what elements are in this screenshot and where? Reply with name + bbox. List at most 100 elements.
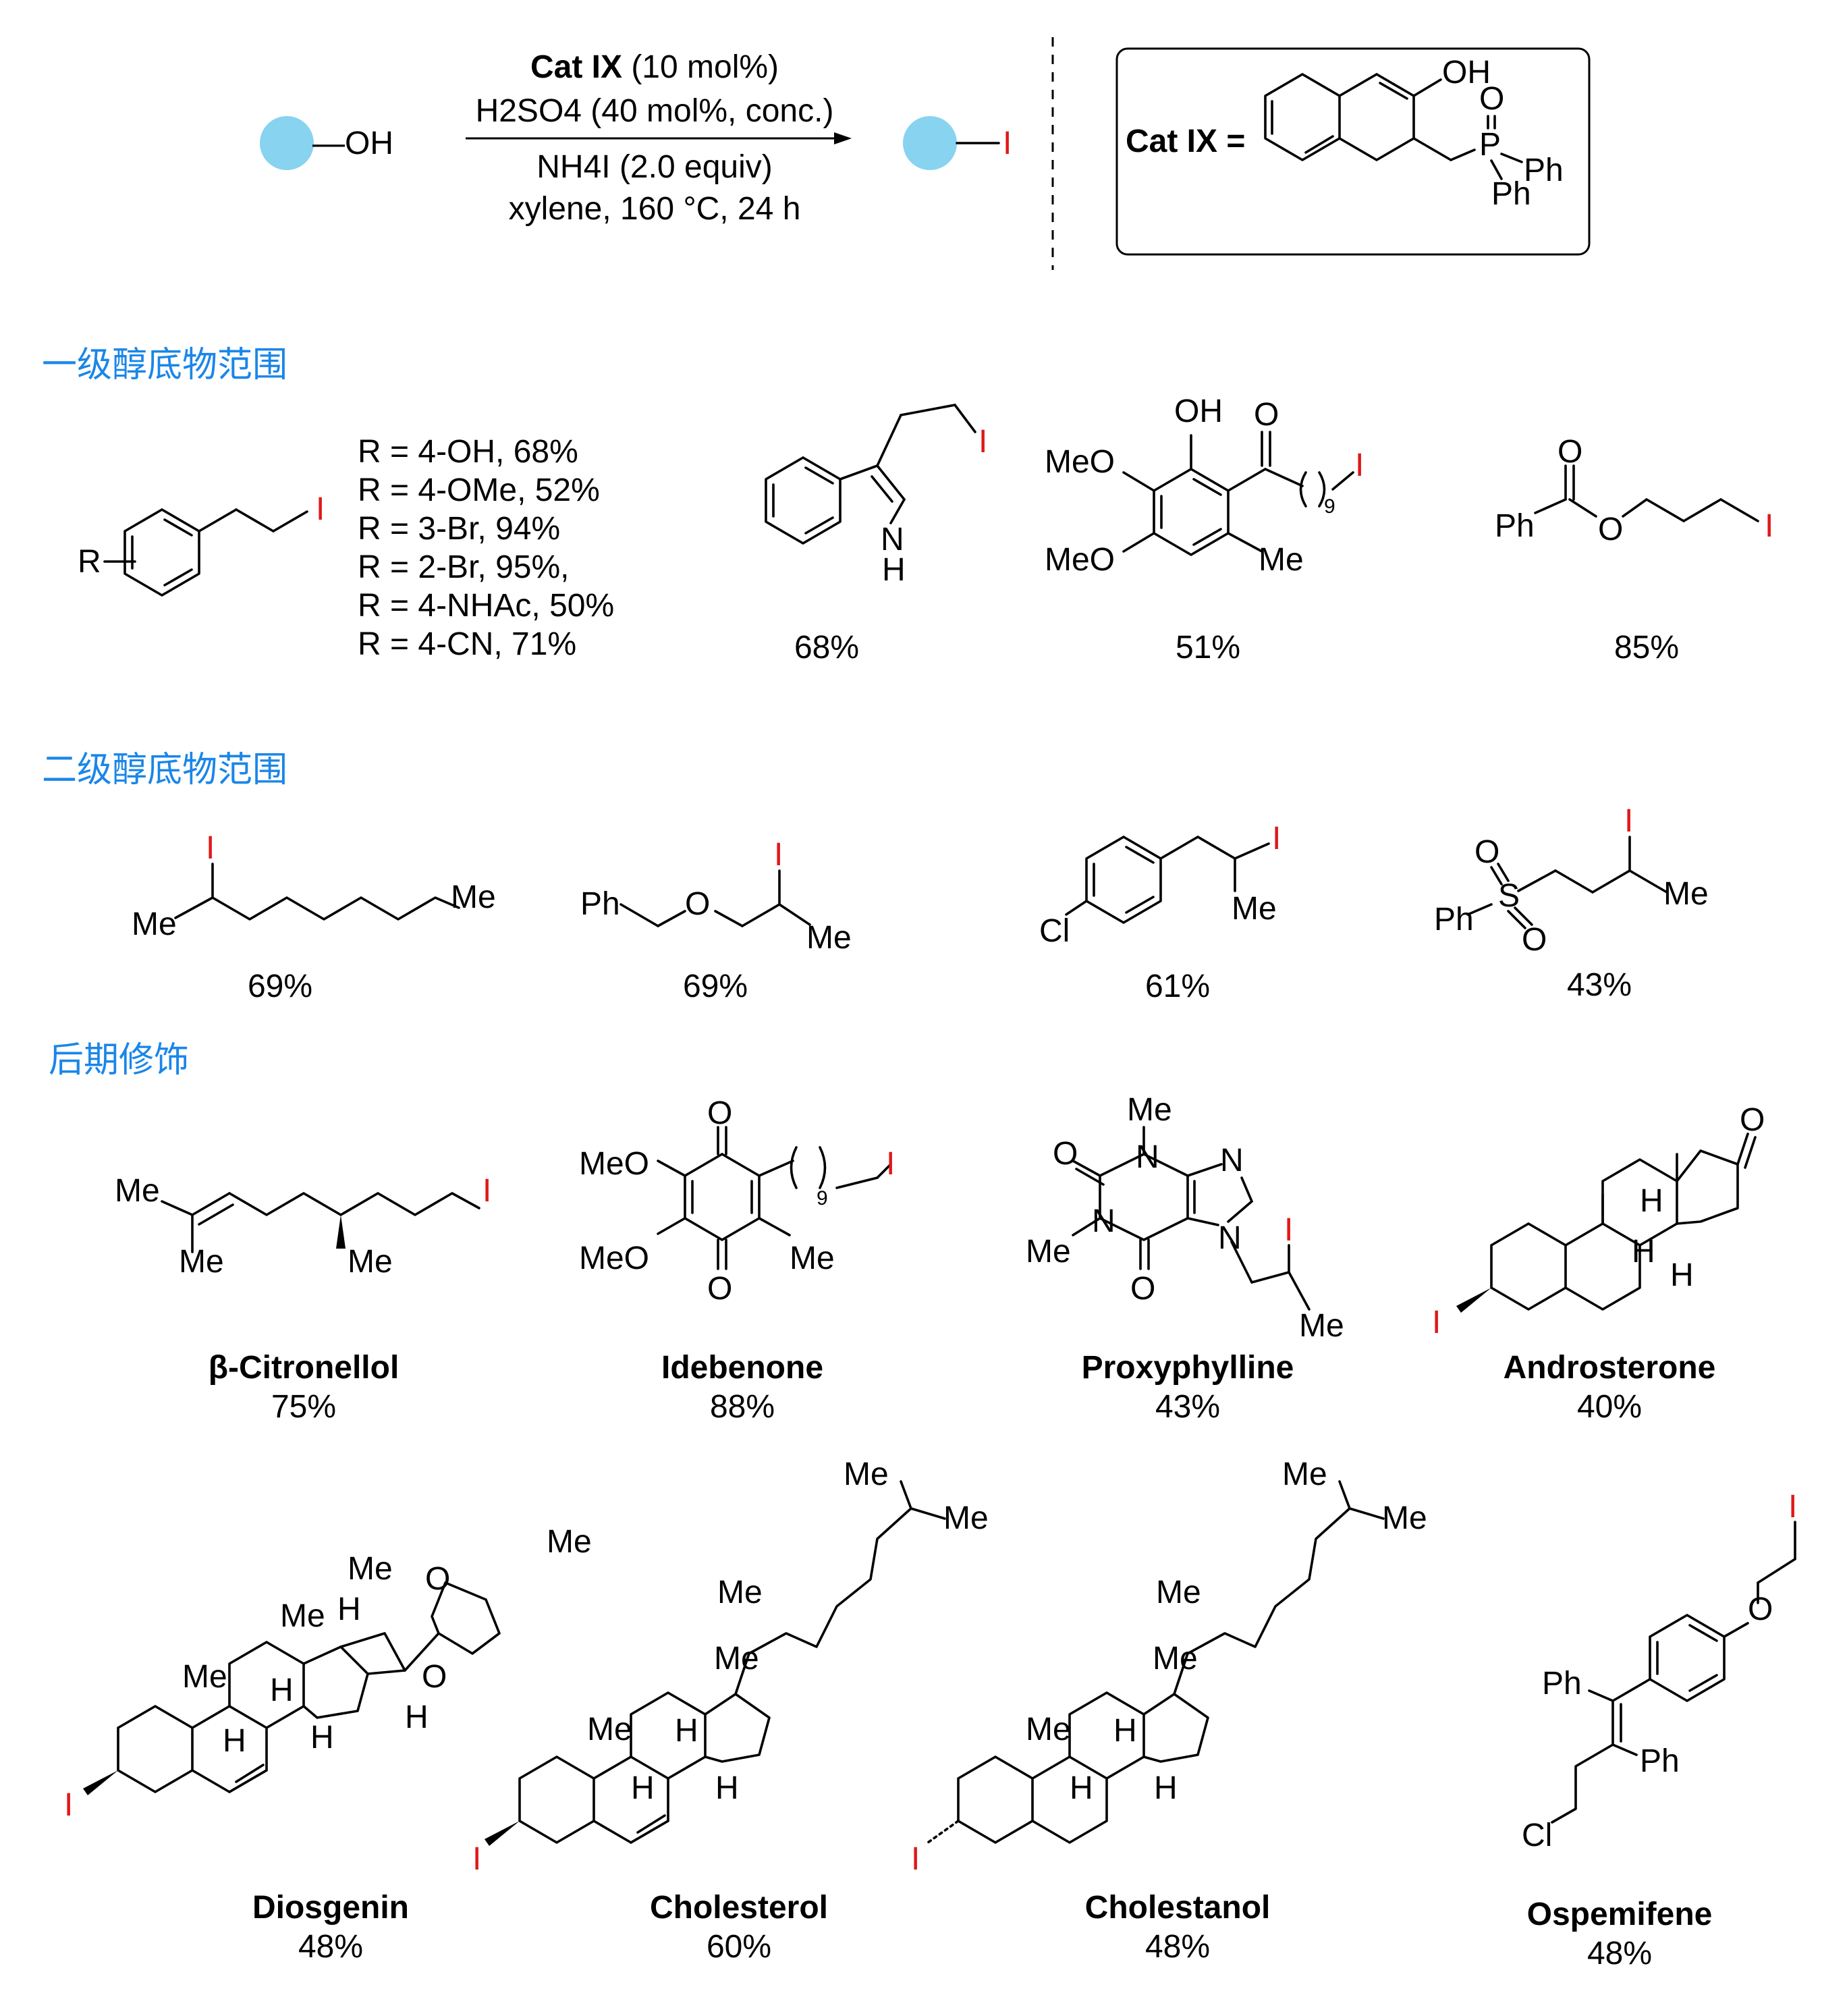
svg-text:R = 4-OMe, 52%: R = 4-OMe, 52% bbox=[358, 472, 600, 508]
svg-text:Ph: Ph bbox=[1542, 1666, 1582, 1701]
arrow-head bbox=[834, 132, 852, 144]
name-cholesterol: Cholesterol bbox=[650, 1890, 828, 1926]
svg-text:Ph: Ph bbox=[1524, 153, 1564, 188]
svg-text:H: H bbox=[1640, 1183, 1663, 1219]
svg-text:Me: Me bbox=[179, 1244, 224, 1280]
svg-text:Me: Me bbox=[717, 1575, 763, 1610]
yield-cholesterol: 60% bbox=[707, 1929, 771, 1965]
svg-text:H: H bbox=[1070, 1770, 1093, 1806]
svg-text:H: H bbox=[882, 552, 906, 588]
svg-text:I: I bbox=[1765, 508, 1773, 544]
svg-text:O: O bbox=[1740, 1102, 1765, 1138]
svg-text:H: H bbox=[1113, 1713, 1137, 1749]
svg-text:Ph: Ph bbox=[580, 886, 620, 922]
svg-text:Me: Me bbox=[1127, 1092, 1172, 1128]
svg-text:Me: Me bbox=[806, 920, 852, 956]
svg-text:Me: Me bbox=[1153, 1641, 1198, 1677]
aryl-ketone-iodide: OH O MeO MeO Me 9 I 51% bbox=[1045, 393, 1364, 665]
svg-text:N: N bbox=[1092, 1203, 1115, 1239]
svg-text:O: O bbox=[1474, 834, 1499, 870]
svg-text:I: I bbox=[316, 491, 325, 527]
svg-text:Me: Me bbox=[348, 1551, 393, 1587]
svg-text:Ph: Ph bbox=[1434, 902, 1474, 937]
svg-text:O: O bbox=[1748, 1591, 1773, 1627]
name-ospemifene: Ospemifene bbox=[1527, 1897, 1713, 1932]
svg-text:H: H bbox=[337, 1591, 361, 1627]
svg-text:I: I bbox=[911, 1841, 920, 1877]
svg-text:H: H bbox=[223, 1723, 246, 1759]
svg-text:O: O bbox=[707, 1095, 732, 1131]
diosgenin-iodide: I Me Me Me H H H H H O O Me Diosgenin 48… bbox=[64, 1524, 592, 1965]
svg-text:O: O bbox=[425, 1561, 450, 1597]
2-iodooctane: Me I Me 69% bbox=[132, 830, 496, 1004]
svg-text:Me: Me bbox=[587, 1712, 632, 1747]
idebenone-iodide: O O MeO MeO Me 9 I Idebenone 88% bbox=[579, 1095, 895, 1425]
proxyphylline-iodide: Me N N N N O O Me I Me Proxyphylline 43% bbox=[1026, 1092, 1344, 1425]
svg-text:Me: Me bbox=[1156, 1575, 1201, 1610]
svg-text:H: H bbox=[715, 1770, 739, 1806]
svg-text:O: O bbox=[685, 886, 710, 922]
yield-tryptamine: 68% bbox=[794, 630, 859, 665]
svg-text:P: P bbox=[1479, 127, 1501, 163]
cholestanol-iodide: I Me Me Me Me Me H H H Cholestanol 48% bbox=[911, 1456, 1427, 1965]
benzoate-iodide: Ph O O I 85% bbox=[1495, 434, 1773, 665]
svg-text:R = 4-CN, 71%: R = 4-CN, 71% bbox=[358, 626, 576, 662]
yield-iodooctane: 69% bbox=[248, 969, 312, 1004]
cholesterol-iodide: I Me Me Me Me Me H H H Cholesterol 60% bbox=[472, 1456, 989, 1965]
svg-text:O: O bbox=[1522, 922, 1547, 958]
svg-text:Me: Me bbox=[943, 1500, 989, 1536]
product-iodine: I bbox=[1003, 126, 1012, 161]
svg-text:I: I bbox=[1788, 1489, 1797, 1525]
section-late-stage: 后期修饰 bbox=[49, 1040, 189, 1081]
chlorophenyl-iodopropane: Cl I Me 61% bbox=[1039, 821, 1281, 1004]
section-primary-alcohols: 一级醇底物范围 bbox=[42, 345, 287, 385]
svg-text:I: I bbox=[206, 830, 215, 866]
svg-text:Me: Me bbox=[547, 1524, 592, 1560]
condition-acid: H2SO4 (40 mol%, conc.) bbox=[476, 93, 834, 129]
svg-text:MeO: MeO bbox=[1045, 542, 1115, 578]
substrate-sphere bbox=[260, 116, 314, 170]
condition-iodide: NH4I (2.0 equiv) bbox=[536, 149, 772, 185]
yield-benzyloxy: 69% bbox=[683, 969, 748, 1004]
svg-text:Ph: Ph bbox=[1491, 176, 1531, 212]
svg-text:O: O bbox=[1053, 1136, 1078, 1172]
svg-text:Me: Me bbox=[182, 1659, 227, 1695]
svg-text:Me: Me bbox=[1026, 1712, 1071, 1747]
svg-text:H: H bbox=[310, 1720, 334, 1755]
svg-text:H: H bbox=[270, 1672, 294, 1708]
svg-text:Me: Me bbox=[132, 906, 177, 942]
svg-text:R = 2-Br, 95%,: R = 2-Br, 95%, bbox=[358, 549, 569, 585]
benzyloxy-iodopropane: Ph O I Me 69% bbox=[580, 837, 852, 1004]
svg-text:I: I bbox=[483, 1173, 491, 1209]
svg-text:I: I bbox=[1432, 1305, 1441, 1340]
name-proxyphylline: Proxyphylline bbox=[1082, 1350, 1294, 1386]
svg-text:Me: Me bbox=[1382, 1500, 1427, 1536]
svg-text:I: I bbox=[64, 1787, 73, 1823]
product-sphere bbox=[903, 116, 957, 170]
svg-text:R = 3-Br, 94%: R = 3-Br, 94% bbox=[358, 511, 560, 547]
substrate-oh-label: —OH bbox=[312, 126, 393, 161]
svg-text:H: H bbox=[405, 1699, 429, 1735]
svg-text:Me: Me bbox=[790, 1241, 835, 1276]
name-androsterone: Androsterone bbox=[1504, 1350, 1716, 1386]
svg-text:Me: Me bbox=[1026, 1234, 1071, 1270]
svg-text:Cl: Cl bbox=[1039, 913, 1070, 949]
svg-text:Me: Me bbox=[1663, 876, 1709, 912]
svg-text:N: N bbox=[1136, 1139, 1159, 1175]
svg-text:H: H bbox=[631, 1770, 655, 1806]
svg-text:O: O bbox=[1479, 81, 1504, 117]
yield-ospemifene: 48% bbox=[1587, 1936, 1652, 1971]
catalyst-box bbox=[1115, 47, 1591, 256]
svg-text:I: I bbox=[1284, 1212, 1293, 1248]
svg-text:I: I bbox=[1624, 803, 1633, 839]
svg-text:I: I bbox=[978, 424, 987, 460]
catalyst-structure: OH O P Ph Ph bbox=[1264, 55, 1564, 212]
svg-text:Me: Me bbox=[348, 1244, 393, 1280]
name-cholestanol: Cholestanol bbox=[1085, 1890, 1271, 1926]
name-citronellol: β-Citronellol bbox=[209, 1350, 399, 1386]
name-diosgenin: Diosgenin bbox=[252, 1890, 409, 1926]
svg-text:R = 4-OH, 68%: R = 4-OH, 68% bbox=[358, 434, 578, 470]
svg-text:I: I bbox=[1355, 447, 1364, 483]
r-substituent: R bbox=[78, 544, 101, 580]
svg-text:O: O bbox=[1254, 397, 1279, 433]
